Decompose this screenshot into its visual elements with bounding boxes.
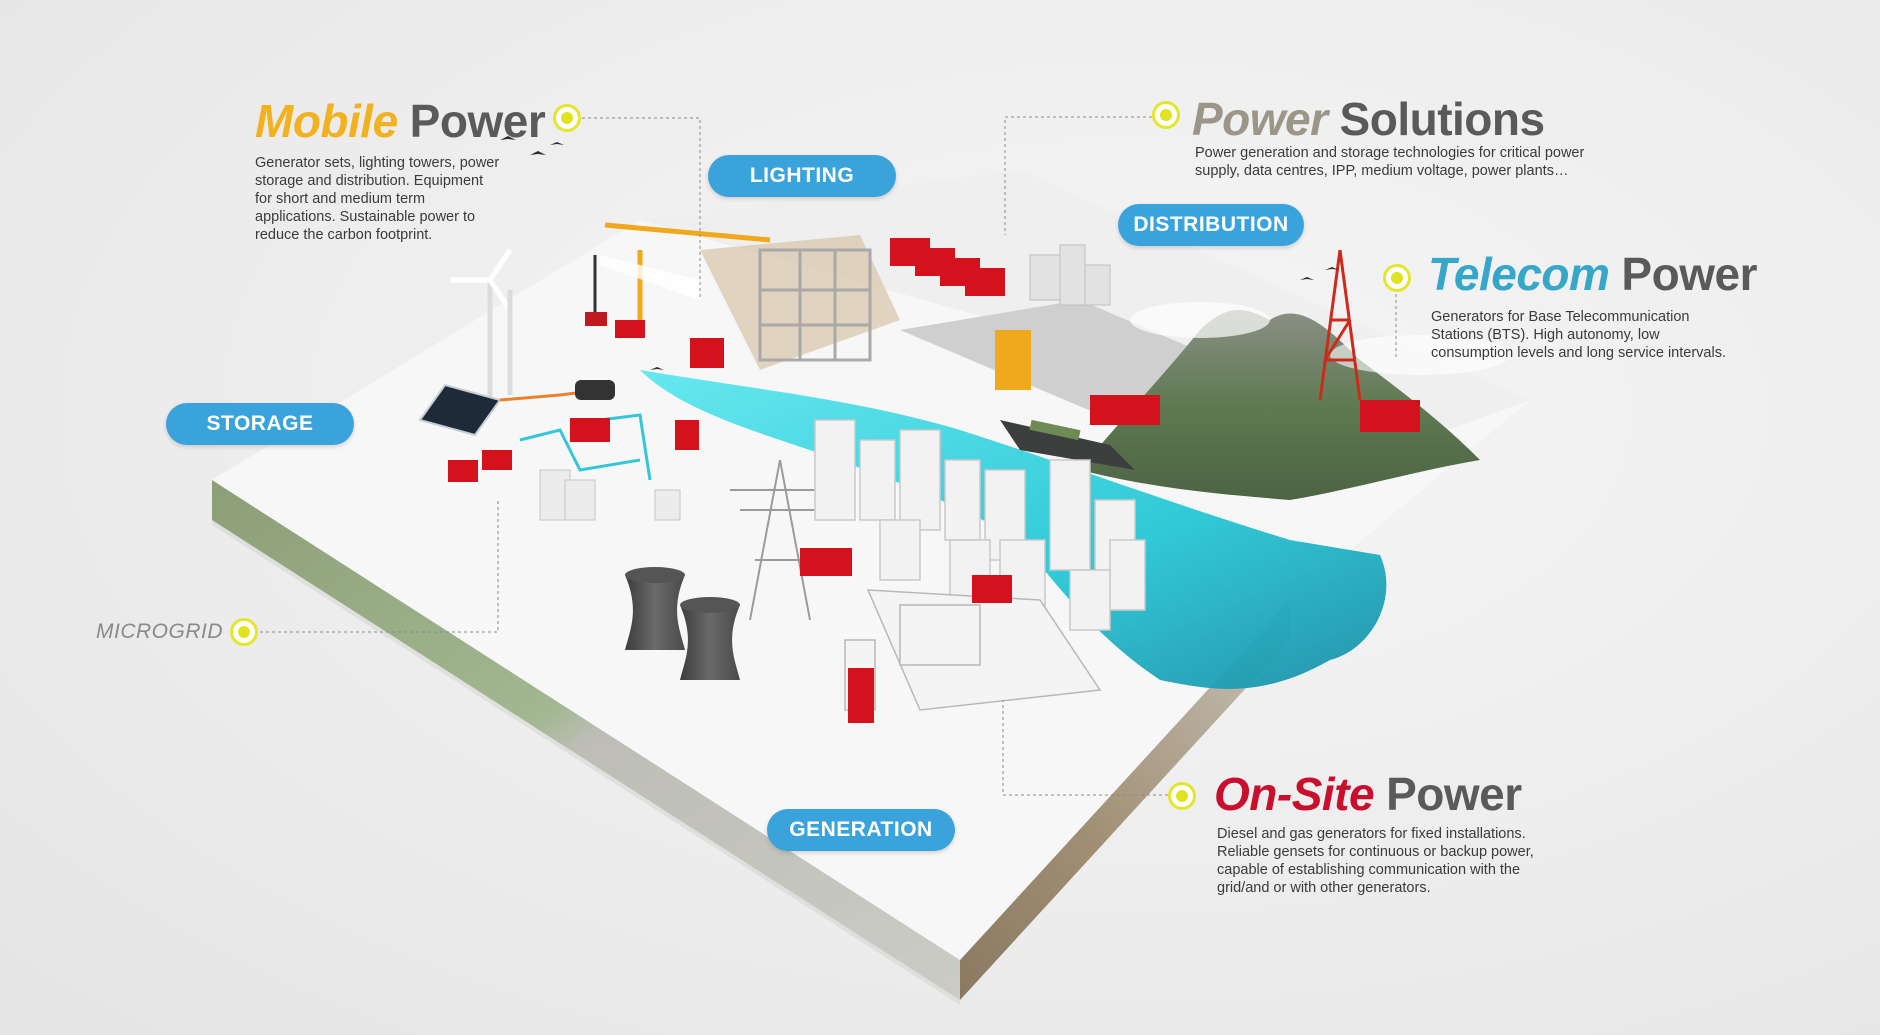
microgrid-marker[interactable] <box>230 618 258 646</box>
distribution-containers <box>890 238 1005 296</box>
description-line: Generators for Base Telecommunication <box>1431 309 1690 325</box>
mobile-power-marker[interactable] <box>553 104 581 132</box>
description-line: Generator sets, lighting towers, power <box>255 155 500 171</box>
cargo-ship <box>1000 420 1135 470</box>
description-line: supply, data centres, IPP, medium voltag… <box>1195 163 1569 179</box>
telecom-power-description: Generators for Base Telecommunication St… <box>1431 308 1751 362</box>
telecom-tower <box>1318 249 1362 401</box>
generator-container <box>800 548 852 576</box>
distribution-pill[interactable]: DISTRIBUTION <box>1118 204 1304 246</box>
description-line: grid/and or with other generators. <box>1217 880 1431 896</box>
construction-crane <box>604 222 771 330</box>
data-centre-generator <box>848 668 874 723</box>
onsite-power-marker[interactable] <box>1168 782 1196 810</box>
construction-frame <box>758 248 872 362</box>
telecom-power-marker[interactable] <box>1383 264 1411 292</box>
birds <box>500 136 1339 370</box>
power-solutions-marker[interactable] <box>1152 101 1180 129</box>
onsite-power-highlight: On-Site <box>1214 768 1375 820</box>
mobile-power-rest: Power <box>409 95 546 147</box>
distant-buildings <box>1029 244 1111 306</box>
lighting-beam <box>600 255 700 300</box>
power-solutions-highlight: Power <box>1192 93 1328 145</box>
storage-pill[interactable]: STORAGE <box>166 403 354 445</box>
onsite-power-description: Diesel and gas generators for fixed inst… <box>1217 825 1557 897</box>
port-crane <box>995 330 1031 390</box>
mobile-generator <box>615 320 645 338</box>
description-line: reduce the carbon footprint. <box>255 227 433 243</box>
description-line: for short and medium term <box>255 191 426 207</box>
onsite-power-rest: Power <box>1386 768 1522 820</box>
transmission-tower <box>730 459 830 621</box>
city-buildings <box>814 419 1146 631</box>
power-solutions-description: Power generation and storage technologie… <box>1195 144 1615 180</box>
storage-containers <box>448 348 724 482</box>
description-line: Reliable gensets for continuous or backu… <box>1217 844 1534 860</box>
mountain-cloud <box>1330 335 1510 375</box>
description-line: consumption levels and long service inte… <box>1431 345 1726 361</box>
cooling-towers <box>625 567 740 680</box>
mobile-power-highlight: Mobile <box>255 95 398 147</box>
wind-turbine <box>450 248 513 400</box>
mobile-power-description: Generator sets, lighting towers, power s… <box>255 154 525 244</box>
mountain-cloud <box>1130 302 1270 338</box>
ground-slab-right-side <box>960 600 1290 1000</box>
description-line: storage and distribution. Equipment <box>255 173 484 189</box>
description-line: Stations (BTS). High autonomy, low <box>1431 327 1660 343</box>
data-centre-generator <box>972 575 1012 603</box>
ground-slab-left-side <box>212 480 960 1000</box>
telecom-power-highlight: Telecom <box>1428 248 1610 300</box>
telecom-generator-container <box>1360 400 1420 432</box>
storage-battery-unit <box>575 380 615 400</box>
microgrid-label: MICROGRID <box>96 620 223 643</box>
description-line: Power generation and storage technologie… <box>1195 145 1585 161</box>
small-office-buildings <box>539 469 681 521</box>
generation-pill[interactable]: GENERATION <box>767 809 955 851</box>
data-centre-building <box>844 589 1102 711</box>
description-line: Diesel and gas generators for fixed inst… <box>1217 826 1526 842</box>
ship-deck <box>1029 419 1081 441</box>
power-solutions-rest: Solutions <box>1339 93 1546 145</box>
telecom-power-rest: Power <box>1621 248 1757 300</box>
mountain <box>1080 310 1480 500</box>
port-container <box>1090 395 1160 425</box>
lighting-tower-base <box>585 312 607 326</box>
ground-slab-front-edge <box>212 480 960 1005</box>
lighting-pill[interactable]: LIGHTING <box>708 155 896 197</box>
description-line: applications. Sustainable power to <box>255 209 476 225</box>
description-line: capable of establishing communication wi… <box>1217 862 1521 878</box>
